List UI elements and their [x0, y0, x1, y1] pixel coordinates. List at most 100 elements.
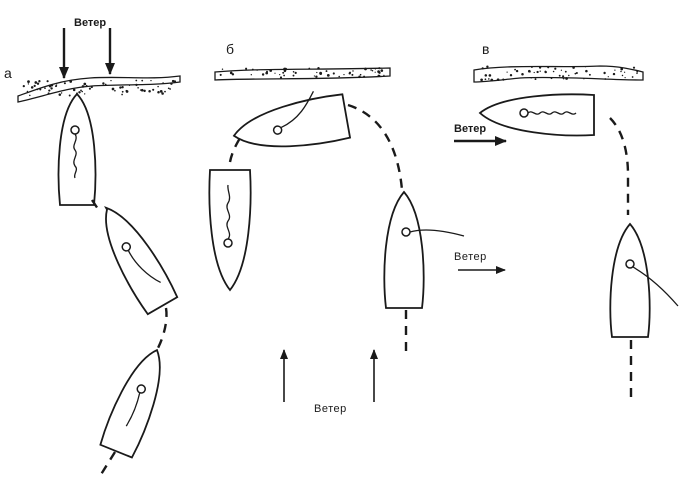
shore-stipple-dot [538, 66, 542, 69]
shore-stipple-dot [27, 80, 30, 83]
shore-stipple-dot [539, 70, 541, 72]
shore-stipple-dot [48, 84, 52, 88]
shore-stipple-dot [632, 66, 636, 69]
shore-stipple-dot [514, 68, 516, 71]
panel-b-wind-arrows [280, 349, 378, 402]
shore-stipple-dot [612, 72, 616, 76]
shore-stipple-dot [111, 87, 115, 91]
shore-stipple-dot [624, 77, 626, 79]
shore-stipple-dot [39, 88, 42, 91]
shore-stipple-dot [292, 70, 295, 73]
panel-v-track [609, 117, 630, 215]
shore-stipple-dot [125, 89, 128, 92]
shore-stipple-dot [560, 69, 563, 71]
shore-stipple-dot [50, 87, 53, 90]
boat [99, 348, 161, 459]
shore-stipple-dot [47, 92, 50, 95]
shore-stipple-dot [137, 87, 139, 89]
shore-stipple-dot [85, 84, 88, 87]
shore-stipple-dot [533, 71, 535, 74]
shore-stipple-dot [343, 73, 345, 76]
shore-stipple-dot [128, 84, 131, 87]
shore-stipple-dot [159, 90, 163, 93]
shore-stipple-dot [231, 73, 235, 76]
shore-stipple-dot [378, 67, 381, 70]
boat [232, 90, 352, 148]
panel-v-label: в [482, 41, 489, 57]
shore-stipple-dot [484, 78, 487, 81]
shore-stipple-dot [292, 74, 295, 77]
shore-stipple-dot [588, 73, 591, 76]
shore-stipple-dot [359, 73, 362, 76]
panel-b-track [228, 137, 242, 163]
shore-stipple-dot [27, 83, 30, 85]
shore-stipple-dot [46, 80, 49, 83]
panel-v-shore [473, 65, 644, 83]
shore-stipple-dot [219, 73, 222, 76]
panel-a-track [98, 451, 117, 477]
shore-stipple-dot [488, 78, 490, 80]
shore-stipple-dot [536, 70, 539, 74]
shore-stipple-dot [562, 78, 565, 80]
shore-stipple-dot [274, 72, 276, 74]
shore-stipple-dot [114, 89, 116, 92]
shore-stipple-dot [157, 91, 160, 94]
shore-stipple-dot [585, 69, 588, 73]
panel-b-shore [214, 67, 391, 81]
shore-stipple-dot [547, 66, 550, 69]
shore-stipple-dot [34, 81, 38, 84]
shore-stipple-dot [269, 69, 273, 72]
boat [383, 190, 465, 309]
panel-a-wind-arrows [59, 28, 115, 79]
panel-a-track [156, 307, 168, 349]
shore-stipple-dot [135, 83, 138, 87]
shore-stipple-dot [325, 70, 328, 73]
shore-stipple-dot [81, 85, 85, 88]
shore-stipple-dot [480, 78, 483, 82]
shore-stipple-dot [380, 69, 384, 72]
shore-stipple-dot [88, 87, 91, 90]
shore-stipple-dot [72, 88, 76, 92]
shore-stipple-dot [33, 84, 36, 88]
boat [478, 93, 595, 137]
shore-stipple-dot [167, 87, 170, 90]
shore-stipple-dot [509, 74, 513, 77]
shore-stipple-dot [552, 70, 555, 73]
shore-stipple-dot [36, 88, 39, 91]
shore-stipple-dot [620, 70, 622, 73]
shore-stipple-dot [83, 82, 87, 86]
shore-stipple-dot [530, 77, 532, 79]
shore-stipple-dot [490, 78, 494, 82]
shore-stipple-dot [383, 74, 385, 77]
shore-stipple-dot [572, 66, 575, 69]
shore-stipple-dot [148, 89, 151, 93]
panel-b: б [208, 41, 506, 415]
shore-stipple-dot [603, 71, 606, 75]
shore-stipple-dot [282, 71, 285, 74]
shore-stipple-dot [29, 94, 31, 97]
shore-stipple-dot [484, 74, 488, 77]
shore-stipple-dot [78, 91, 81, 94]
shore-stipple-dot [171, 79, 175, 83]
shore-stipple-dot [316, 71, 318, 74]
shore-stipple-dot [251, 68, 254, 71]
shore-stipple-dot [515, 69, 519, 73]
shore-stipple-dot [574, 72, 577, 75]
shore-stipple-dot [363, 75, 366, 78]
shore-stipple-dot [506, 71, 508, 73]
shore-stipple-dot [58, 93, 62, 96]
shore-stipple-dot [26, 90, 29, 93]
shore-stipple-dot [583, 78, 585, 80]
shore-stipple-dot [607, 76, 609, 78]
shore-stipple-dot [534, 78, 537, 81]
shore-stipple-dot [631, 76, 634, 78]
shore-stipple-dot [63, 82, 66, 85]
shore-stipple-dot [121, 90, 124, 93]
shore-stipple-dot [502, 78, 505, 81]
shore-stipple-dot [170, 82, 173, 85]
shore-stipple-dot [294, 71, 297, 75]
shore-stipple-dot [150, 79, 152, 82]
panel-a-label: a [4, 65, 12, 81]
shore-stipple-dot [162, 82, 164, 84]
